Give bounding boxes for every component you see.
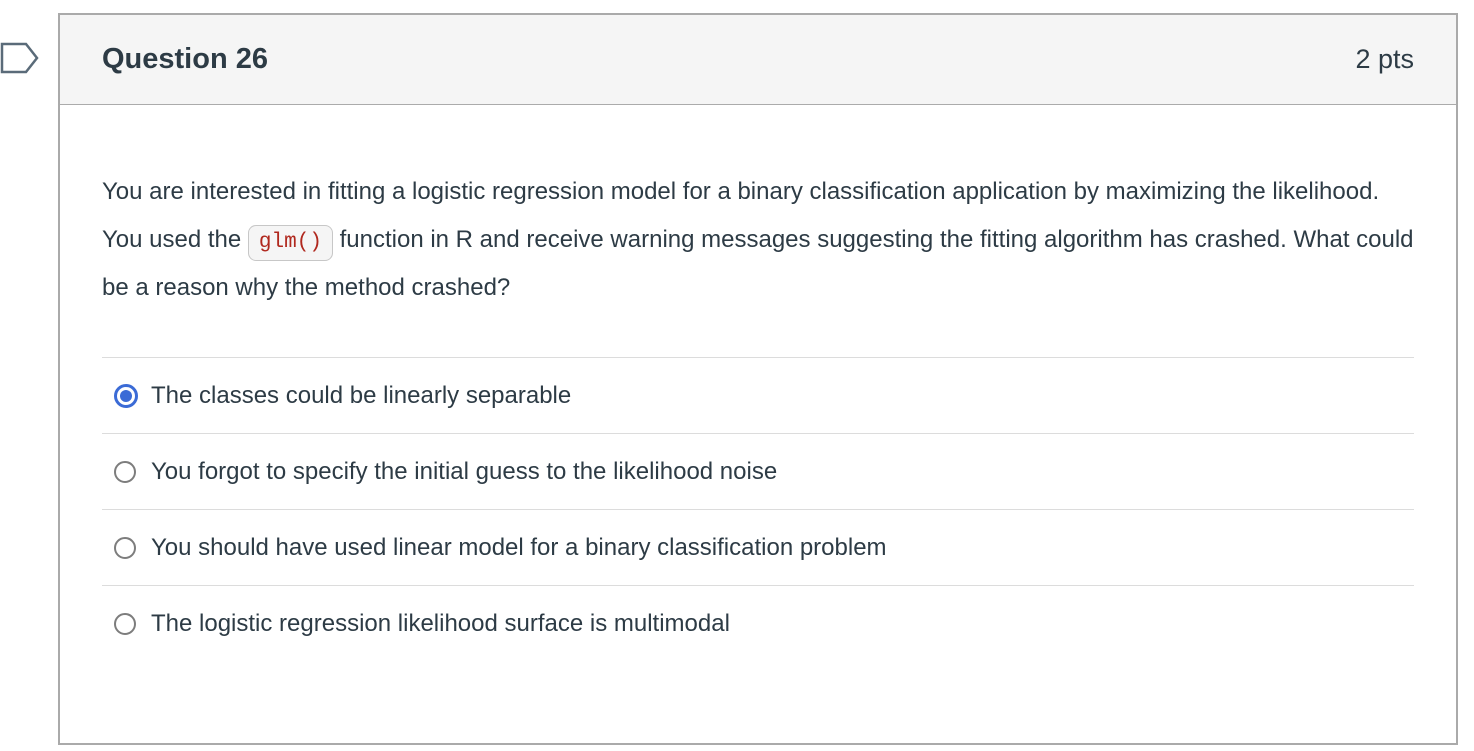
inline-code-glm: glm() (247, 225, 333, 261)
radio-button[interactable] (114, 612, 136, 635)
answer-option[interactable]: You should have used linear model for a … (102, 509, 1414, 585)
answer-option-label: The logistic regression likelihood surfa… (151, 609, 730, 637)
answer-options: The classes could be linearly separable … (102, 357, 1414, 661)
radio-button[interactable] (114, 383, 138, 408)
question-text-after-code: function in R and receive warning messag… (102, 226, 1414, 301)
question-title: Question 26 (102, 43, 268, 75)
answer-option[interactable]: The classes could be linearly separable (102, 357, 1414, 433)
answer-option-label: The classes could be linearly separable (151, 381, 572, 409)
question-text-before-code: You are interested in fitting a logistic… (102, 178, 1380, 253)
answer-option-label: You should have used linear model for a … (151, 533, 887, 561)
question-points: 2 pts (1355, 44, 1414, 74)
answer-option[interactable]: The logistic regression likelihood surfa… (102, 585, 1414, 661)
question-card: Question 26 2 pts You are interested in … (58, 13, 1458, 745)
question-text: You are interested in fitting a logistic… (102, 168, 1414, 312)
answer-option[interactable]: You forgot to specify the initial guess … (102, 433, 1414, 509)
question-header: Question 26 2 pts (60, 15, 1456, 105)
answer-option-label: You forgot to specify the initial guess … (151, 457, 778, 485)
question-flag-icon[interactable] (0, 42, 40, 74)
radio-button[interactable] (114, 536, 136, 559)
question-body: You are interested in fitting a logistic… (60, 168, 1456, 661)
radio-button[interactable] (114, 460, 136, 483)
